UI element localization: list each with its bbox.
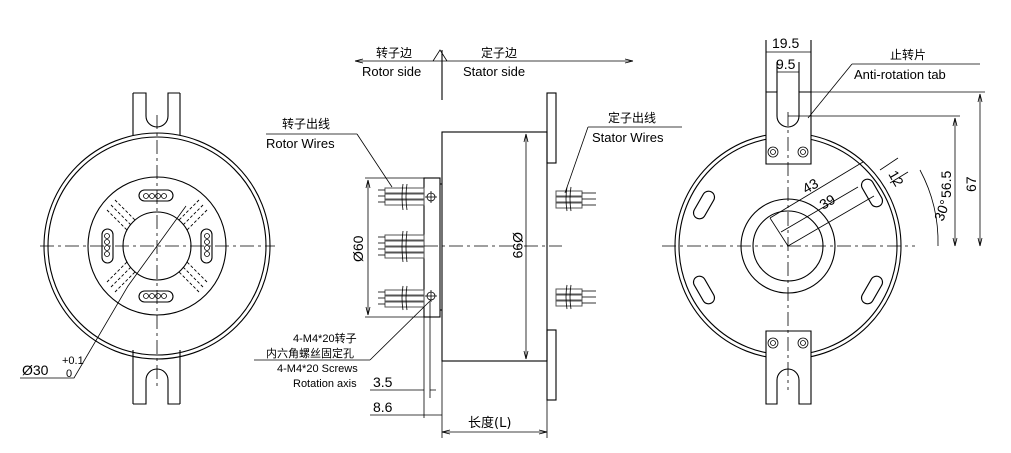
screws-cn-2: 内六角螺丝固定孔	[266, 346, 354, 360]
tab-width: 19.5	[772, 35, 799, 51]
left-wire-slot-top	[138, 189, 174, 202]
stator-flange-bottom	[546, 329, 557, 401]
stator-wires-cn: 定子出线	[608, 110, 656, 125]
screw-marker-top	[425, 191, 437, 203]
anti-rotation-en: Anti-rotation tab	[854, 67, 946, 82]
bore-tol-upper: +0.1	[62, 355, 84, 367]
left-view: Ø30 +0.1 0	[20, 92, 275, 405]
slot-width: 9.5	[776, 56, 796, 72]
slot-12: 12	[885, 168, 907, 190]
length-label: 长度(L)	[468, 415, 511, 431]
stator-flange-top	[546, 92, 557, 164]
dim-3-5: 3.5	[373, 374, 393, 390]
stator-side-cn: 定子边	[481, 45, 517, 60]
stator-wires-en: Stator Wires	[592, 130, 664, 145]
radius-43: 43	[800, 175, 822, 197]
height-67: 67	[963, 176, 979, 192]
rotor-side-cn: 转子边	[376, 45, 412, 60]
rotor-flange-dia: Ø60	[350, 235, 366, 262]
angle-30: 30°	[931, 198, 953, 223]
right-wire-slots	[692, 178, 884, 305]
rotor-wires-cn: 转子出线	[282, 116, 330, 131]
bore-dimension: Ø30	[22, 362, 49, 378]
slip-ring-body	[441, 131, 548, 362]
right-view: 19.5 9.5 止转片 Anti-rotation tab 67 56.5 3…	[662, 35, 985, 405]
radius-39: 39	[817, 191, 839, 213]
side-view: 转子边 Rotor side 定子边 Stator side Ø60 Ø99	[254, 45, 682, 438]
screws-en: 4-M4*20 Screws	[277, 363, 358, 375]
stator-wires	[555, 186, 596, 310]
height-56-5: 56.5	[938, 171, 954, 198]
bore-tol-lower: 0	[66, 368, 72, 380]
dim-8-6: 8.6	[373, 399, 393, 415]
stator-side-en: Stator side	[463, 64, 525, 79]
left-top-tab	[132, 92, 181, 135]
rotation-axis-en: Rotation axis	[293, 378, 357, 390]
screws-cn-1: 4-M4*20转子	[293, 331, 357, 345]
right-top-tab	[765, 40, 812, 165]
body-dia: Ø99	[510, 232, 526, 259]
anti-rotation-cn: 止转片	[890, 47, 926, 62]
rotor-side-en: Rotor side	[362, 64, 421, 79]
left-wire-slot-bottom	[138, 290, 174, 303]
right-bottom-tab	[765, 330, 812, 405]
rotor-wires	[378, 183, 425, 311]
rotor-wires-en: Rotor Wires	[266, 136, 335, 151]
